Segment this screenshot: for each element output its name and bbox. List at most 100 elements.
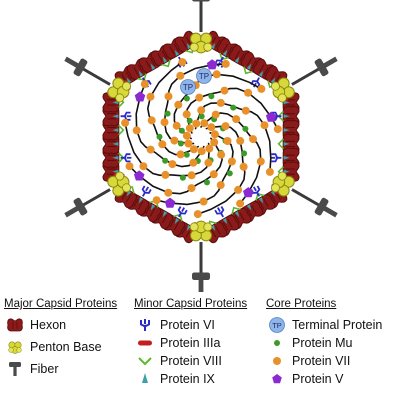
terminal-protein-left: TP xyxy=(180,79,196,95)
protein-vii xyxy=(125,162,134,171)
protein-mu xyxy=(162,157,169,164)
fiber-icon xyxy=(9,362,21,376)
legend-item-terminal-protein: TP Terminal Protein xyxy=(266,316,382,334)
protein-vii-icon xyxy=(273,357,281,365)
penton-base xyxy=(189,220,213,242)
protein-mu xyxy=(186,117,193,124)
terminal-protein-icon-label: TP xyxy=(272,321,282,330)
penton-base-icon xyxy=(8,341,22,354)
protein-vii xyxy=(146,92,155,101)
protein-vii xyxy=(172,121,181,130)
protein-vii xyxy=(244,88,253,97)
protein-vii xyxy=(211,110,220,119)
protein-vii xyxy=(160,118,169,127)
protein-mu xyxy=(242,125,249,132)
protein-vii xyxy=(182,110,191,119)
protein-vii xyxy=(216,98,225,107)
protein-vii xyxy=(147,116,156,125)
legend-item-hexon: Hexon xyxy=(4,316,117,334)
protein-vii xyxy=(178,58,187,67)
protein-vii xyxy=(236,136,245,145)
fiber-knob xyxy=(313,196,341,224)
protein-vii xyxy=(239,162,248,171)
protein-vii xyxy=(260,121,269,130)
protein-vii xyxy=(189,145,198,154)
legend-item-protein-vii: Protein VII xyxy=(266,352,382,370)
legend-item-protein-ix: Protein IX xyxy=(134,370,247,388)
protein-vi-icon xyxy=(140,319,150,331)
protein-vii xyxy=(257,84,266,93)
protein-mu xyxy=(183,95,190,102)
protein-vii xyxy=(189,158,198,167)
protein-mu xyxy=(208,93,215,100)
adenovirus-diagram: TP TP xyxy=(61,0,341,294)
protein-vii xyxy=(207,123,216,132)
protein-vii xyxy=(164,92,173,101)
hexon-icon xyxy=(7,318,23,332)
legend-item-protein-v: Protein V xyxy=(266,370,382,388)
terminal-protein-label: TP xyxy=(183,83,193,92)
protein-vii xyxy=(256,157,265,166)
protein-vii xyxy=(170,136,179,145)
legend-minor-capsid: Minor Capsid Proteins Protein VI Protein… xyxy=(134,298,247,388)
protein-mu xyxy=(198,113,205,120)
terminal-protein-icon: TP xyxy=(269,317,285,333)
protein-vii xyxy=(273,125,282,134)
protein-vii xyxy=(132,126,141,135)
protein-mu xyxy=(164,110,171,117)
legend-core: Core Proteins TP Terminal Protein Protei… xyxy=(266,298,382,388)
protein-mu xyxy=(183,151,190,158)
protein-mu xyxy=(179,174,186,181)
legend-heading-minor: Minor Capsid Proteins xyxy=(134,298,248,310)
protein-vii xyxy=(193,210,202,219)
fiber-knob xyxy=(61,196,89,224)
protein-vii xyxy=(212,70,221,79)
protein-mu xyxy=(204,179,210,186)
protein-vii xyxy=(139,162,148,171)
protein-vii xyxy=(220,86,229,95)
terminal-protein-label: TP xyxy=(199,72,209,81)
legend-item-protein-vi: Protein VI xyxy=(134,316,247,334)
protein-vii xyxy=(197,147,206,156)
protein-vii xyxy=(209,170,218,179)
fiber-knob xyxy=(192,272,210,294)
protein-mu xyxy=(156,133,163,140)
legend: Major Capsid Proteins Hexon Penton Base … xyxy=(0,292,402,400)
legend-item-protein-viii: Protein VIII xyxy=(134,352,247,370)
protein-viii-icon xyxy=(138,357,152,365)
penton-base xyxy=(189,32,213,54)
protein-mu xyxy=(178,127,185,134)
protein-vii xyxy=(187,184,196,193)
protein-vii xyxy=(217,150,226,159)
protein-vii xyxy=(221,122,230,131)
protein-vii xyxy=(221,59,230,68)
protein-vii xyxy=(161,170,170,179)
protein-vii xyxy=(200,119,209,128)
protein-vii xyxy=(187,171,196,180)
protein-vii xyxy=(197,106,206,115)
protein-vii xyxy=(204,158,213,167)
protein-ix-icon xyxy=(142,373,148,383)
protein-vii xyxy=(234,185,243,194)
legend-item-protein-mu: Protein Mu xyxy=(266,334,382,352)
protein-mu xyxy=(226,170,233,177)
protein-vii xyxy=(185,124,194,133)
protein-iiia-icon xyxy=(138,340,152,346)
protein-vii xyxy=(232,115,241,124)
protein-vii xyxy=(210,130,219,139)
protein-mu-icon xyxy=(274,340,280,346)
protein-vii xyxy=(199,197,208,206)
fiber-knob xyxy=(313,50,341,78)
protein-vii xyxy=(164,188,173,197)
protein-vii xyxy=(176,71,185,80)
legend-item-protein-iiia: Protein IIIa xyxy=(134,334,247,352)
protein-vii xyxy=(192,119,201,128)
protein-vii xyxy=(223,137,232,145)
protein-vii xyxy=(249,135,257,144)
fiber-knob xyxy=(192,0,210,2)
protein-mu xyxy=(230,104,237,111)
terminal-protein-right: TP xyxy=(196,68,212,84)
legend-heading-major: Major Capsid Proteins xyxy=(4,298,118,310)
protein-vii xyxy=(236,199,245,208)
protein-mu xyxy=(241,150,248,157)
